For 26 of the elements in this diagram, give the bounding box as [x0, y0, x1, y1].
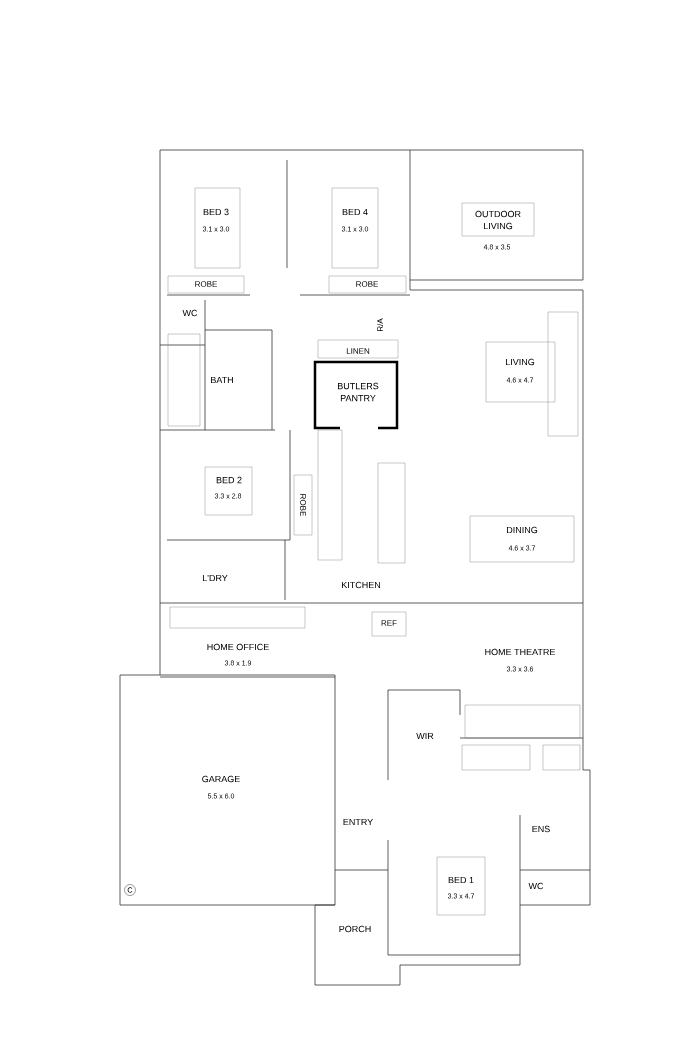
- room-label: KITCHEN: [342, 581, 380, 589]
- room-label: PORCH: [339, 925, 371, 933]
- room-label: BUTLERS PANTRY: [338, 382, 379, 402]
- room-label: WC: [528, 882, 544, 890]
- room-label: WIR: [416, 732, 434, 740]
- room-label: BED 4: [342, 208, 368, 216]
- room-label: GARAGE: [202, 775, 240, 783]
- room-label: ENS: [532, 825, 550, 833]
- room-label: ENTRY: [343, 818, 373, 826]
- room-label: HOME THEATRE: [485, 648, 556, 656]
- fixture-label: R/A: [377, 318, 383, 331]
- room-label: BED 2: [216, 476, 242, 484]
- room-label: L'DRY: [202, 574, 228, 582]
- room-label: LIVING: [506, 358, 535, 366]
- room-label: HOME OFFICE: [207, 643, 269, 651]
- fixture-label: LINEN: [346, 348, 370, 354]
- fixture-label: ROBE: [300, 494, 306, 516]
- room-label: DINING: [507, 526, 538, 534]
- fixture-label: ROBE: [356, 281, 378, 287]
- fixture-label: ROBE: [195, 281, 217, 287]
- room-label: WC: [182, 309, 198, 317]
- room-label: OUTDOOR LIVING: [475, 210, 521, 230]
- fixture-label: REF: [381, 620, 397, 626]
- room-label: BATH: [211, 376, 233, 384]
- room-label: BED 1: [448, 876, 474, 884]
- room-label: BED 3: [203, 208, 229, 216]
